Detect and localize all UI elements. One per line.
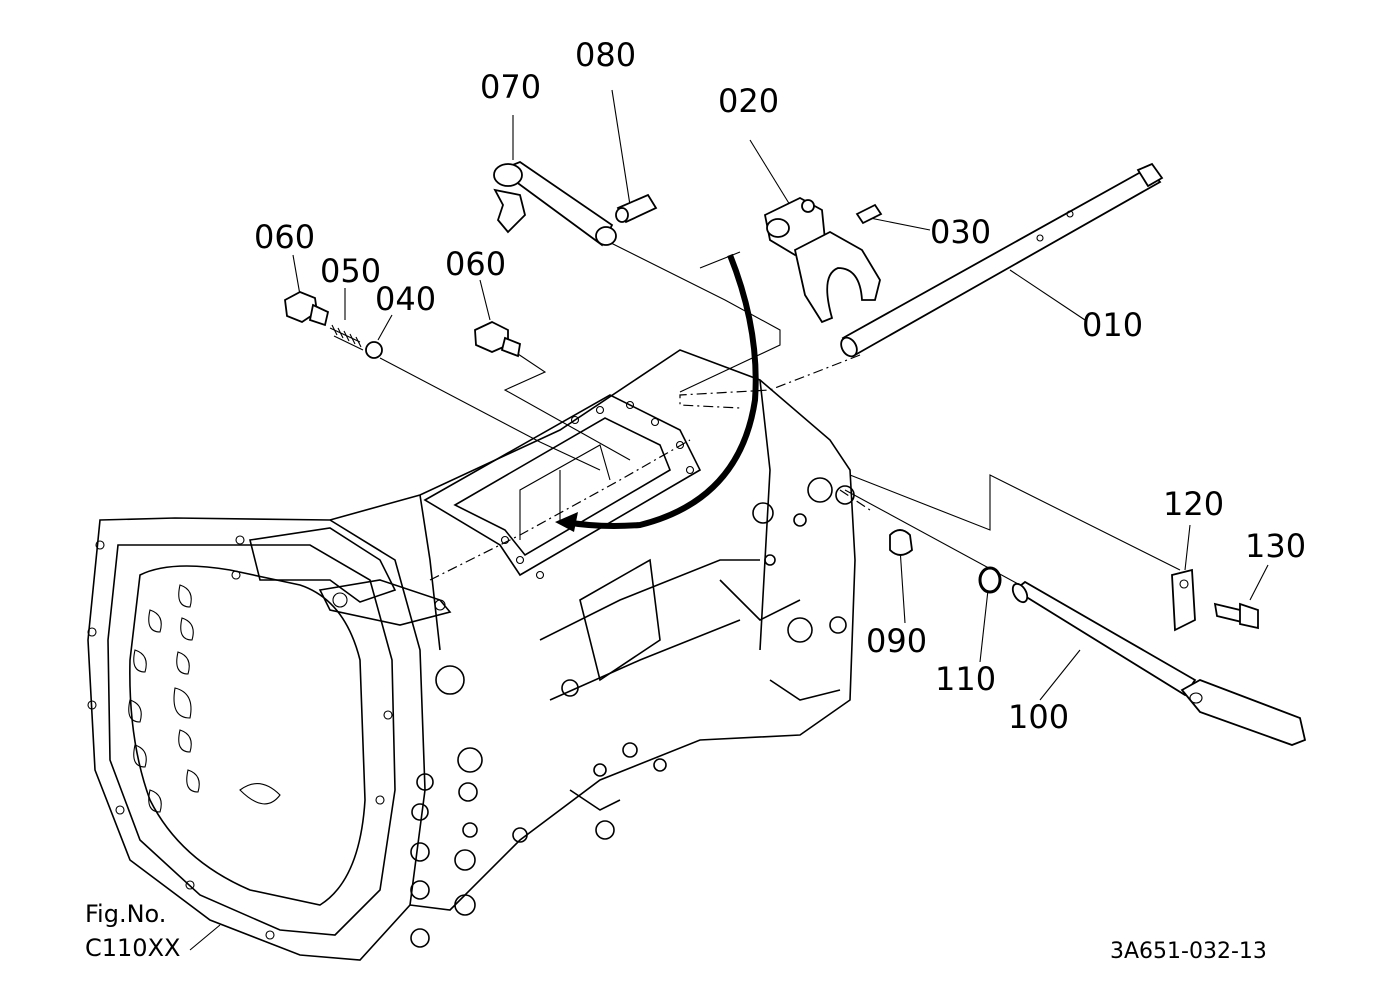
part-110-o-ring[interactable]: [978, 566, 1002, 594]
callout-030: 030: [930, 213, 991, 251]
part-060-plug-right[interactable]: [474, 320, 522, 358]
fig-number: C110XX: [85, 934, 180, 962]
callout-020: 020: [718, 82, 779, 120]
callout-130: 130: [1245, 527, 1306, 565]
callout-010: 010: [1082, 306, 1143, 344]
part-120-lock-plate[interactable]: [1171, 568, 1196, 632]
callout-050: 050: [320, 252, 381, 290]
callout-070: 070: [480, 68, 541, 106]
part-070-shift-arm[interactable]: [493, 160, 617, 247]
callout-labels: 070 080 020 030 010 060 050 040 060 090 …: [254, 36, 1306, 736]
callout-100: 100: [1008, 698, 1069, 736]
flange-bolt-holes: [87, 535, 393, 940]
part-100-lever-shaft[interactable]: [1010, 580, 1307, 746]
callout-120: 120: [1163, 485, 1224, 523]
callout-080: 080: [575, 36, 636, 74]
callout-040: 040: [375, 280, 436, 318]
part-040-ball[interactable]: [365, 341, 383, 359]
callout-060-left: 060: [254, 218, 315, 256]
part-010-shift-rod[interactable]: [838, 162, 1164, 359]
part-050-spring[interactable]: [329, 324, 364, 351]
callout-090: 090: [866, 622, 927, 660]
part-090-plug[interactable]: [889, 529, 913, 556]
fig-label: Fig.No.: [85, 900, 166, 928]
callout-060-right: 060: [445, 245, 506, 283]
housing-pockets: [128, 584, 281, 813]
transmission-housing: [87, 349, 856, 961]
part-020-shift-fork[interactable]: [763, 196, 881, 324]
part-080-pin[interactable]: [615, 193, 658, 224]
drawing-code: 3A651-032-13: [1110, 939, 1267, 964]
callout-110: 110: [935, 660, 996, 698]
part-030-spring-pin[interactable]: [855, 203, 883, 225]
figure-info: Fig.No. C110XX 3A651-032-13: [85, 900, 1267, 964]
leader-lines: [189, 89, 1269, 951]
insertion-arrow: [555, 253, 759, 532]
part-130-bolt[interactable]: [1213, 602, 1259, 630]
assembly-guide-lines: [429, 354, 871, 581]
part-060-plug-left[interactable]: [284, 291, 330, 327]
